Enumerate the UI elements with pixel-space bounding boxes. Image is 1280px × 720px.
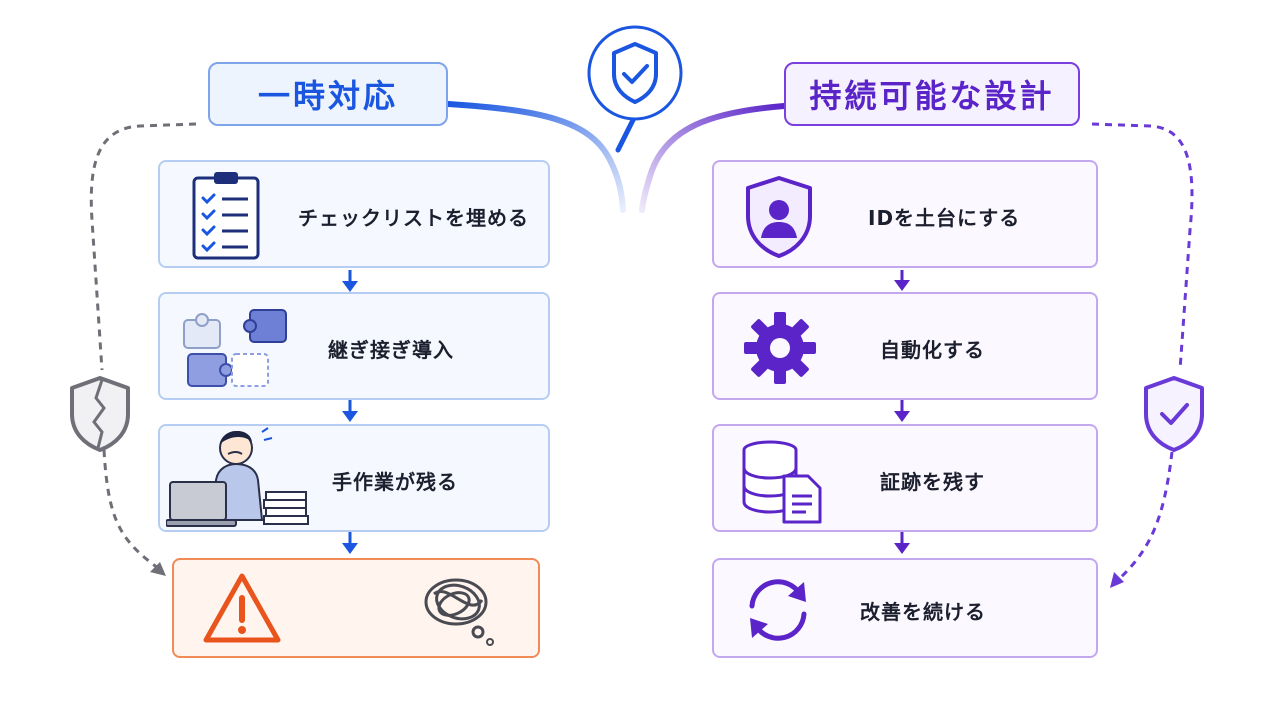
right-step-card: 自動化する — [712, 292, 1098, 400]
left-flow-arrows — [342, 270, 358, 554]
left-outcome-card — [172, 558, 540, 658]
step-label: 手作業が残る — [332, 470, 458, 494]
step-label: チェックリストを埋める — [298, 206, 529, 230]
left-step-card: 手作業が残る — [158, 424, 550, 532]
stressed-worker-icon — [166, 427, 309, 527]
step-label: IDを土台にする — [868, 206, 1021, 230]
puzzle-pieces-icon — [183, 309, 287, 387]
left-connector-curve — [445, 101, 626, 213]
clipboard-checklist-icon — [192, 172, 260, 260]
left-step-card: チェックリストを埋める — [158, 160, 550, 268]
step-label: 改善を続ける — [860, 600, 986, 624]
check-shield-icon — [1144, 376, 1204, 452]
left-dashed-loop — [89, 122, 197, 570]
gear-icon — [744, 312, 816, 384]
center-stem — [615, 115, 637, 153]
cracked-shield-icon — [70, 376, 130, 452]
refresh-cycle-icon — [749, 579, 807, 641]
right-step-card: IDを土台にする — [712, 160, 1098, 268]
left-column-title: 一時対応 — [208, 62, 448, 126]
right-flow-arrows — [894, 270, 910, 554]
right-connector-curve — [639, 103, 787, 213]
right-loop-arrowhead — [1110, 572, 1124, 588]
right-step-card: 改善を続ける — [712, 558, 1098, 658]
right-dashed-loop — [1091, 122, 1194, 582]
database-document-icon — [742, 440, 822, 524]
shield-check-icon — [587, 25, 683, 121]
right-column-title: 持続可能な設計 — [784, 62, 1080, 126]
step-label: 継ぎ接ぎ導入 — [328, 338, 454, 362]
left-step-card: 継ぎ接ぎ導入 — [158, 292, 550, 400]
user-shield-icon — [746, 176, 812, 258]
step-label: 自動化する — [880, 338, 985, 362]
left-loop-arrowhead — [150, 562, 166, 576]
warning-icon — [203, 573, 281, 643]
tangled-thought-icon — [424, 578, 494, 646]
step-label: 証跡を残す — [880, 470, 985, 494]
right-step-card: 証跡を残す — [712, 424, 1098, 532]
